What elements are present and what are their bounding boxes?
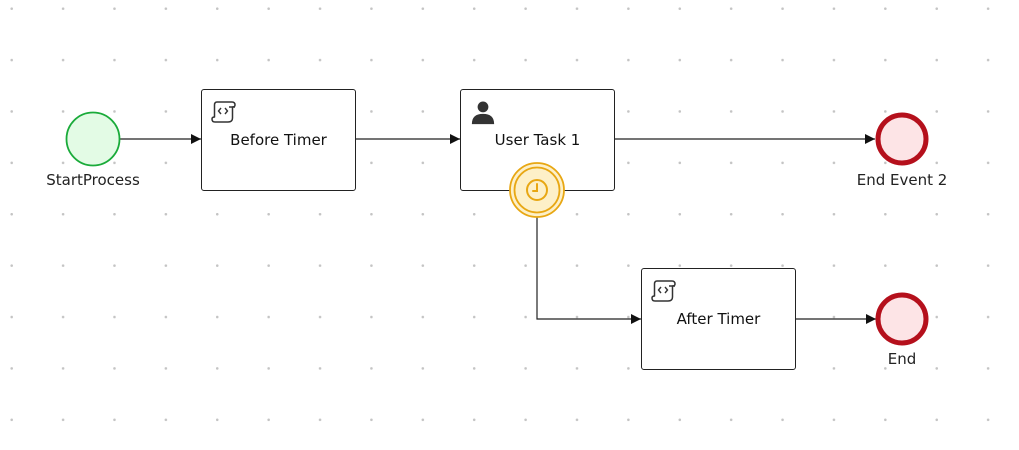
end-event-label: End <box>887 350 917 368</box>
timer-icon <box>526 179 548 201</box>
task-label: After Timer <box>676 310 761 328</box>
task-label: User Task 1 <box>494 131 581 149</box>
task-label: Before Timer <box>230 131 327 149</box>
end-event-2-label: End Event 2 <box>856 171 948 189</box>
flow-timer-to-after-timer[interactable] <box>536 215 641 324</box>
task-before-timer[interactable]: Before Timer <box>201 89 356 191</box>
script-icon <box>651 280 676 302</box>
task-user-task-1[interactable]: User Task 1 <box>460 89 615 191</box>
timer-boundary-event[interactable] <box>508 161 566 219</box>
script-icon <box>211 101 236 123</box>
start-event[interactable] <box>65 111 121 167</box>
start-event-label: StartProcess <box>46 171 140 189</box>
end-event-2[interactable] <box>875 112 929 166</box>
task-after-timer[interactable]: After Timer <box>641 268 796 370</box>
user-icon <box>471 101 495 125</box>
end-event[interactable] <box>875 292 929 346</box>
